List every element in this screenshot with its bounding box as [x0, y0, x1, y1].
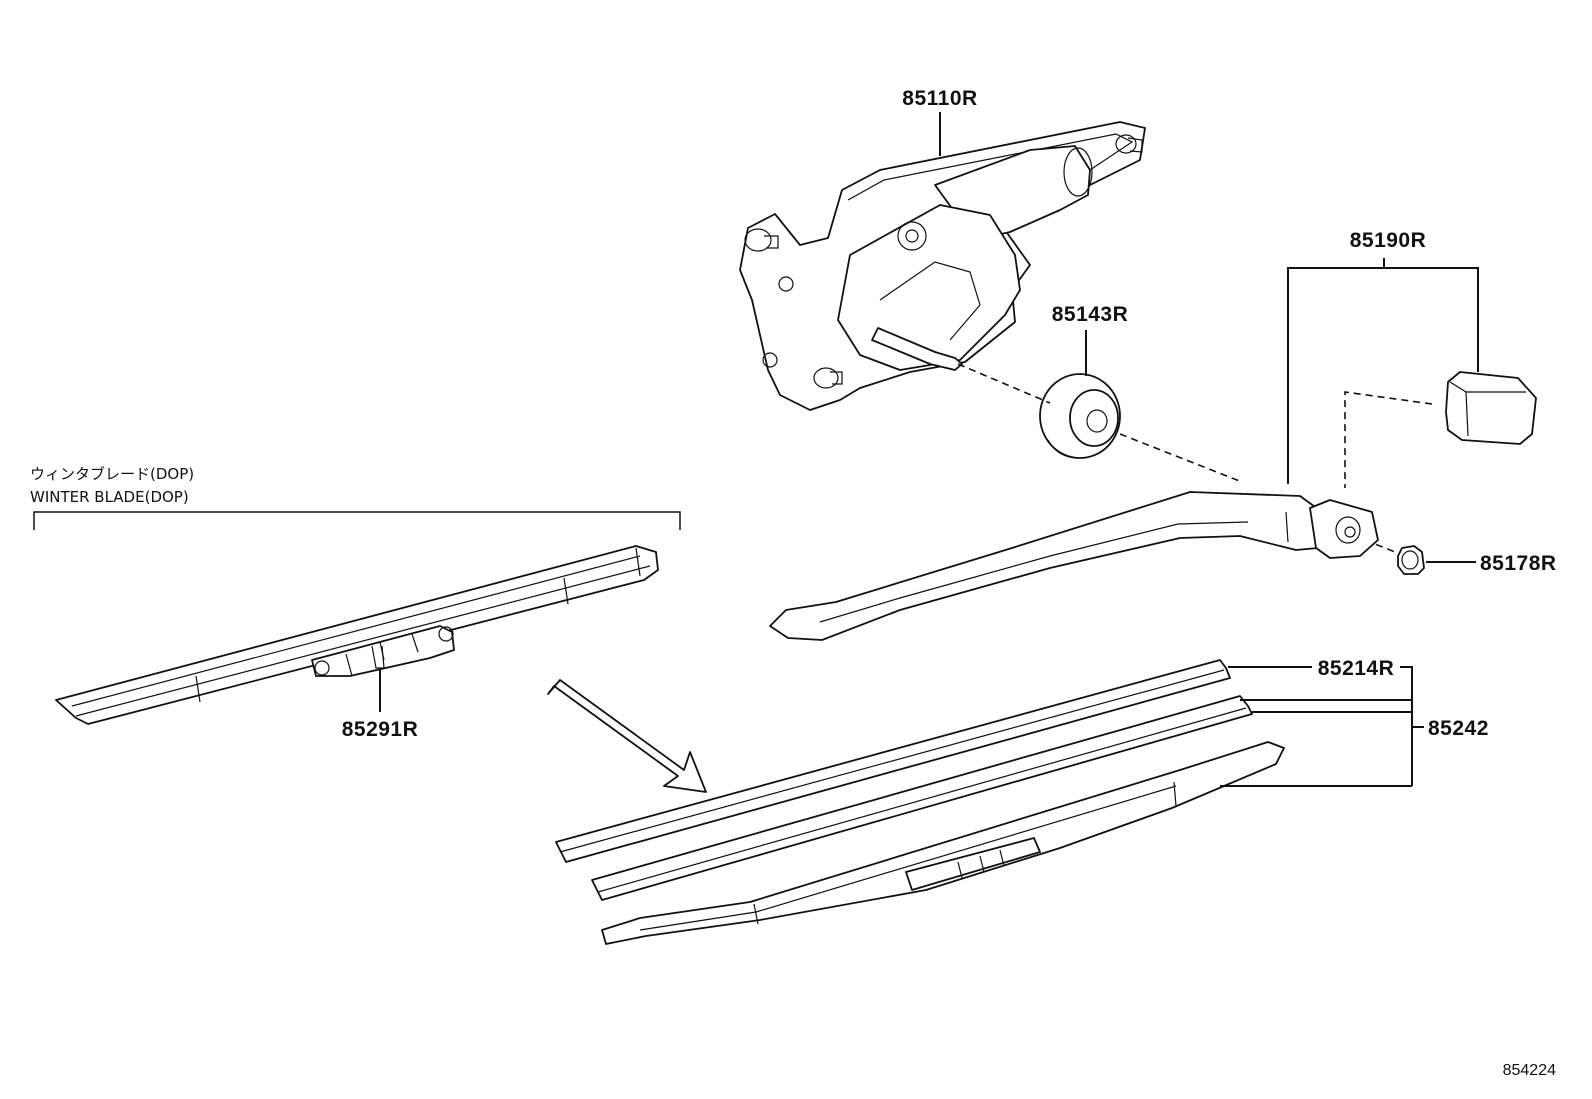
label-winter-blade: 85291R [342, 718, 419, 741]
arm-nut-drawing [1397, 545, 1425, 575]
label-blade-rubber: 85214R [1318, 657, 1395, 680]
wiper-arm-drawing [769, 371, 1537, 641]
diagram-reference-number: 854224 [1503, 1062, 1556, 1079]
wiper-blade-drawing [601, 741, 1285, 945]
winter-blade-caption-english: WINTER BLADE(DOP) [30, 488, 189, 506]
label-arm-nut: 85178R [1480, 552, 1557, 575]
pivot-cap-drawing [1039, 373, 1121, 459]
wiper-motor-drawing [739, 121, 1146, 411]
label-wiper-arm: 85190R [1350, 229, 1427, 252]
winter-blade-bracket [33, 511, 681, 530]
blade-rubber-drawing [555, 659, 1253, 901]
winter-blade-drawing [55, 545, 659, 725]
label-wiper-motor: 85110R [902, 87, 977, 110]
label-wiper-blade: 85242 [1428, 717, 1489, 740]
winter-blade-caption-japanese: ウィンタブレード(DOP) [30, 465, 194, 483]
label-pivot-cap: 85143R [1052, 303, 1129, 326]
direction-arrow-icon [547, 679, 707, 793]
